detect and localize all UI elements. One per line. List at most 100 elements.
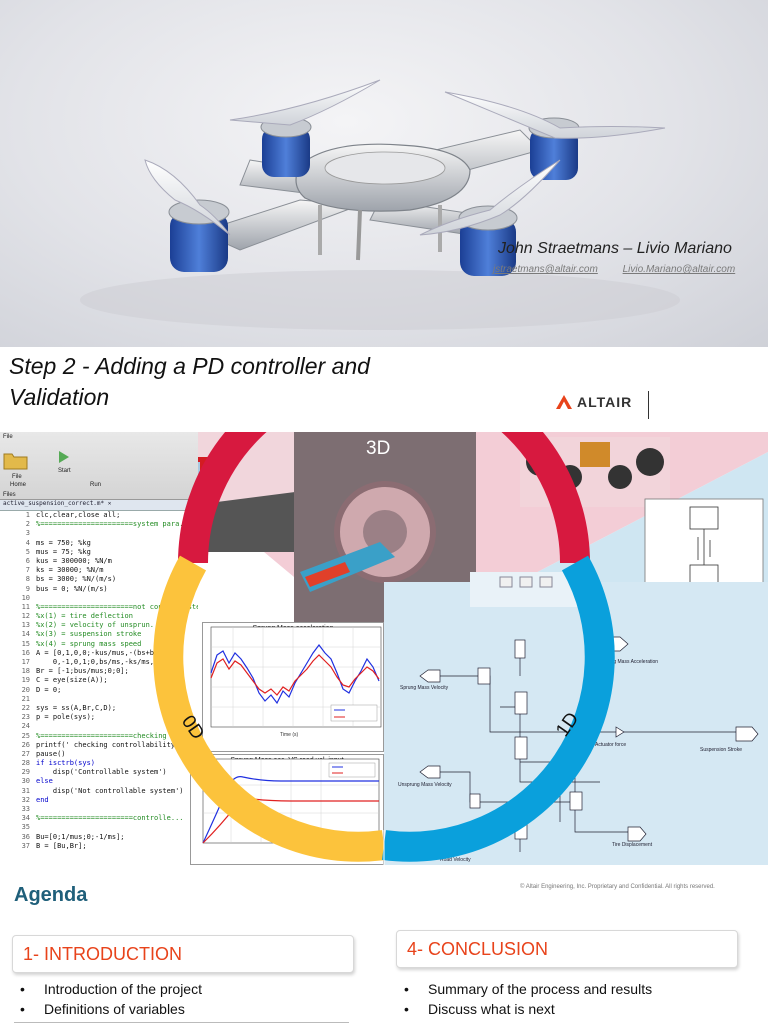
- agenda-title: Agenda: [14, 884, 88, 906]
- line-number: 4: [25, 538, 30, 547]
- line-number: 10: [21, 593, 30, 602]
- run-button[interactable]: Run: [90, 482, 102, 488]
- code-line: 35: [0, 823, 198, 832]
- code-text: disp('Not controllable system'): [36, 786, 184, 795]
- menu-file[interactable]: File: [3, 434, 13, 440]
- code-text: B = [Bu,Br];: [36, 841, 87, 850]
- line-number: 18: [21, 667, 30, 676]
- plot2-chart: [202, 758, 380, 844]
- bullet-item: Introduction of the project: [14, 979, 202, 999]
- code-line: 21: [0, 695, 198, 704]
- line-number: 26: [21, 740, 30, 749]
- line-number: 34: [21, 814, 30, 823]
- code-line: 2%======================system para...: [0, 520, 198, 529]
- code-text: %======================system para...: [36, 520, 192, 529]
- code-text: pause(): [36, 749, 66, 758]
- code-text: kus = 300000; %N/m: [36, 556, 112, 565]
- code-text: mus = 75; %kg: [36, 547, 91, 556]
- frequency-plot: Sprung Mass acc. VS road vel. input: [190, 754, 384, 865]
- code-text: %x(2) = velocity of unsprun...: [36, 621, 163, 630]
- motor-back-left: [260, 116, 312, 177]
- code-line: 28 if isctrb(sys): [0, 759, 198, 768]
- email-link-mariano[interactable]: Livio.Mariano@altair.com: [622, 264, 736, 275]
- line-number: 19: [21, 676, 30, 685]
- drone-illustration: [80, 79, 680, 330]
- editor-tab[interactable]: active_suspension_correct.m* ✕: [0, 500, 198, 511]
- plot1-xlabel: Time (s): [280, 732, 299, 738]
- line-number: 5: [25, 547, 30, 556]
- conclusion-bullets: Summary of the process and results Discu…: [398, 979, 652, 1019]
- code-line: 22 sys = ss(A,Br,C,D);: [0, 704, 198, 713]
- code-text: 0,-1,0,1;0,bs/ms,-ks/ms,-...: [36, 658, 171, 666]
- slide-title: Step 2 - Adding a PD controller and Vali…: [9, 353, 370, 410]
- line-number: 28: [21, 759, 30, 768]
- line-number: 27: [21, 749, 30, 758]
- code-line: 3: [0, 529, 198, 538]
- code-text: if isctrb(sys): [36, 759, 96, 768]
- line-number: 35: [21, 823, 30, 832]
- line-number: 21: [21, 694, 30, 703]
- code-line: 24: [0, 722, 198, 731]
- code-line: 37 B = [Bu,Br];: [0, 842, 198, 851]
- code-text: bs = 3000; %N/(m/s): [36, 575, 117, 584]
- line-number: 15: [21, 639, 30, 648]
- line-number: 12: [21, 612, 30, 621]
- code-text: Br = [-1;bus/mus;0;0];: [36, 667, 129, 676]
- plot1-chart: [210, 626, 382, 728]
- line-number: 17: [21, 658, 30, 666]
- code-text: disp('Controllable system'): [36, 768, 167, 777]
- line-number: 31: [21, 786, 30, 795]
- code-line: 16 A = [0,1,0,0;-kus/mus,-(bs+bu...: [0, 649, 198, 658]
- line-number: 29: [21, 768, 30, 777]
- line-number: 25: [21, 731, 30, 740]
- altair-logo-text: ALTAIR: [577, 394, 633, 410]
- start-button[interactable]: Start: [58, 468, 71, 474]
- file-button[interactable]: File: [12, 474, 22, 480]
- code-line: 10: [0, 594, 198, 603]
- line-number: 16: [21, 648, 30, 657]
- email-link-straetmans[interactable]: jstraetmans@altair.com: [493, 264, 598, 275]
- label-susp-stroke: Suspension Stroke: [700, 747, 742, 753]
- line-number: 30: [21, 777, 30, 786]
- author-emails: jstraetmans@altair.com Livio.Mariano@alt…: [493, 264, 757, 275]
- code-line: 5 mus = 75; %kg: [0, 548, 198, 557]
- line-number: 22: [21, 703, 30, 712]
- code-text: %x(4) = sprung mass speed: [36, 639, 142, 648]
- editor-toolbar: File File Home Start Run Files: [0, 432, 198, 500]
- line-number: 7: [25, 566, 30, 575]
- line-number: 8: [25, 575, 30, 584]
- line-number: 37: [21, 841, 30, 850]
- files-label: Files: [3, 492, 16, 498]
- code-text: A = [0,1,0,0;-kus/mus,-(bs+bu...: [36, 648, 171, 657]
- code-text: sys = ss(A,Br,C,D);: [36, 703, 117, 712]
- code-line: 34 %======================controlle...: [0, 814, 198, 823]
- home-button[interactable]: Home: [10, 482, 27, 488]
- code-text: %x(1) = tire deflection: [36, 612, 133, 621]
- code-line: 33: [0, 805, 198, 814]
- line-number: 33: [21, 805, 30, 813]
- folder-icon[interactable]: [3, 450, 29, 470]
- code-line: 27 pause(): [0, 750, 198, 759]
- label-road-vel: Road Velocity: [440, 857, 471, 863]
- code-line: 13%x(2) = velocity of unsprun...: [0, 621, 198, 630]
- line-number: 36: [21, 832, 30, 841]
- agenda-section-introduction[interactable]: 1- INTRODUCTION: [12, 935, 354, 973]
- section-divider: [14, 1022, 349, 1023]
- run-icon[interactable]: [58, 450, 70, 464]
- agenda-section-conclusion[interactable]: 4- CONCLUSION: [396, 930, 738, 968]
- bullet-item: Definitions of variables: [14, 999, 202, 1019]
- code-text: %======================controlle...: [36, 814, 184, 823]
- matlab-editor: File File Home Start Run Files active_su…: [0, 432, 198, 865]
- label-sprung-vel: Sprung Mass Velocity: [400, 685, 449, 691]
